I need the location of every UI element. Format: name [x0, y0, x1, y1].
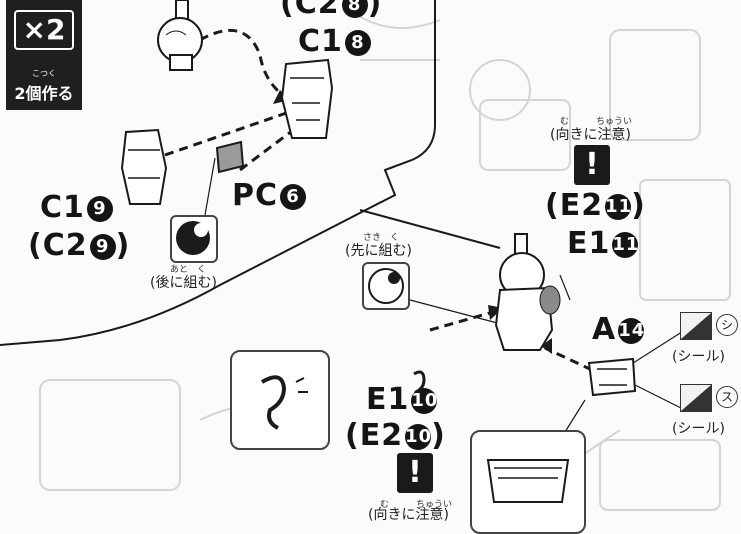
part-drawing-pc6: [213, 140, 248, 175]
sticker-shi-label: (シール): [672, 346, 725, 366]
part-number-badge: 11: [612, 232, 638, 258]
assemble-first-icon: [362, 262, 410, 310]
quantity-multiplier: ×2: [14, 10, 74, 50]
assemble-later-note: (後に組む): [150, 272, 217, 292]
sticker-shi-swatch: [680, 312, 712, 340]
detail-box-e1-10: [230, 350, 330, 450]
sticker-su-swatch: [680, 384, 712, 412]
detail-drawing-a14: [472, 432, 584, 522]
sticker-shi-kana: シ: [716, 314, 738, 336]
part-drawing-c1-9: [118, 128, 173, 208]
part-number-badge: 10: [405, 424, 431, 450]
quantity-furigana: こつく: [6, 68, 82, 79]
part-number-badge: 8: [345, 30, 371, 56]
sticker-su-label: (シール): [672, 418, 725, 438]
part-number-badge: 9: [90, 234, 116, 260]
assemble-later-icon: [170, 215, 218, 263]
orientation-note-top: (向きに注意): [550, 124, 631, 144]
part-number-badge: 8: [342, 0, 368, 18]
quantity-text: 2個作る: [6, 80, 82, 104]
part-drawing-a14: [585, 355, 640, 400]
warning-icon-bottom: !: [397, 453, 433, 493]
part-number-badge: 6: [280, 184, 306, 210]
part-drawing-assembled-joint: [490, 230, 570, 355]
warning-icon-top: !: [574, 145, 610, 185]
part-number-badge: 14: [618, 318, 644, 344]
part-number-badge: 11: [605, 194, 631, 220]
part-number-badge: 10: [411, 388, 437, 414]
part-drawing-c1-8: [278, 58, 338, 143]
assemble-first-note: (先に組む): [345, 240, 412, 260]
quantity-badge: ×2 こつく 2個作る: [6, 0, 82, 110]
sticker-su-kana: ス: [716, 386, 738, 408]
part-drawing-top-joint: [148, 0, 218, 80]
detail-drawing-e1-10: [232, 352, 328, 448]
detail-box-a14: [470, 430, 586, 534]
orientation-note-bottom: (向きに注意): [368, 504, 449, 524]
part-number-badge: 9: [87, 196, 113, 222]
